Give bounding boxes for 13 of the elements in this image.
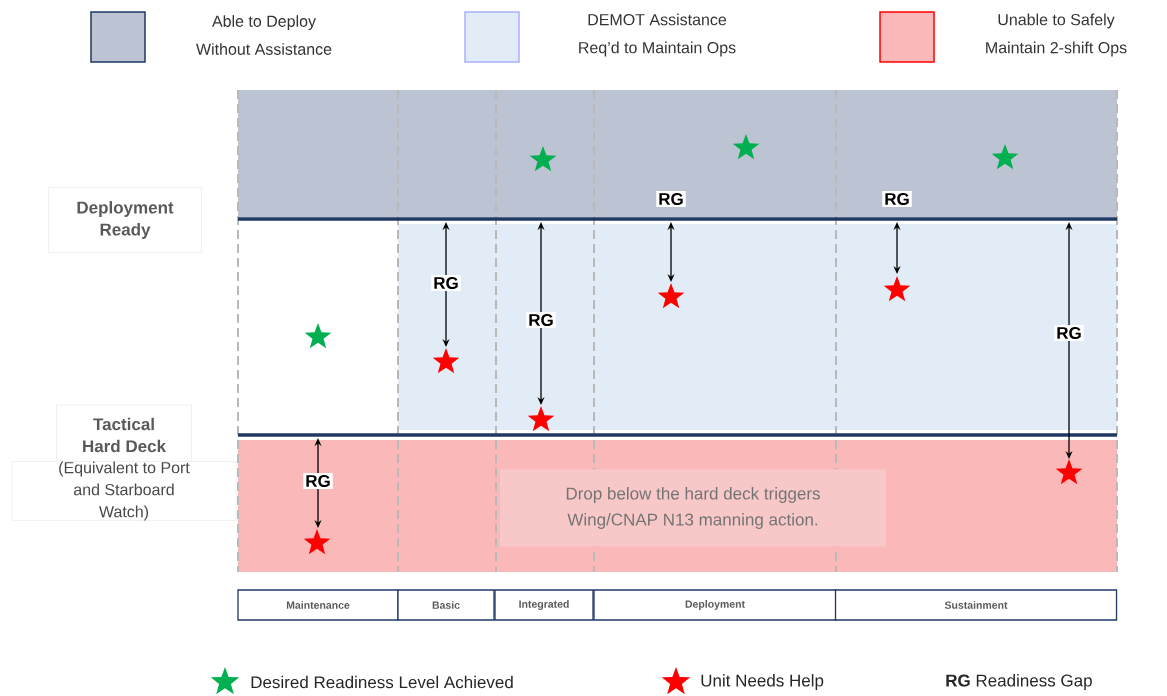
phase-box: Maintenance [237,589,399,621]
phase-box: Integrated [494,589,594,621]
note-box: Drop below the hard deck triggers Wing/CNAP N13 manning action. [500,469,886,547]
label-box: Deployment Ready [48,187,202,253]
legend-text: RG Readiness Gap [946,674,1092,690]
phase-box: Sustainment [834,589,1118,621]
legend-text: DEMOT Assistance Req’d to Maintain Ops [579,13,736,57]
label-box: (Equivalent to Port and Starboard Watch) [11,461,237,521]
legend-text: Able to Deploy Without Assistance [196,15,332,55]
legend-text: Unable to Safely Maintain 2-shift Ops [986,13,1127,57]
legend-text: Desired Readiness Level Achieved [251,675,513,689]
legend-text: Unit Needs Help [701,674,824,690]
phase-box: Basic [397,589,495,621]
